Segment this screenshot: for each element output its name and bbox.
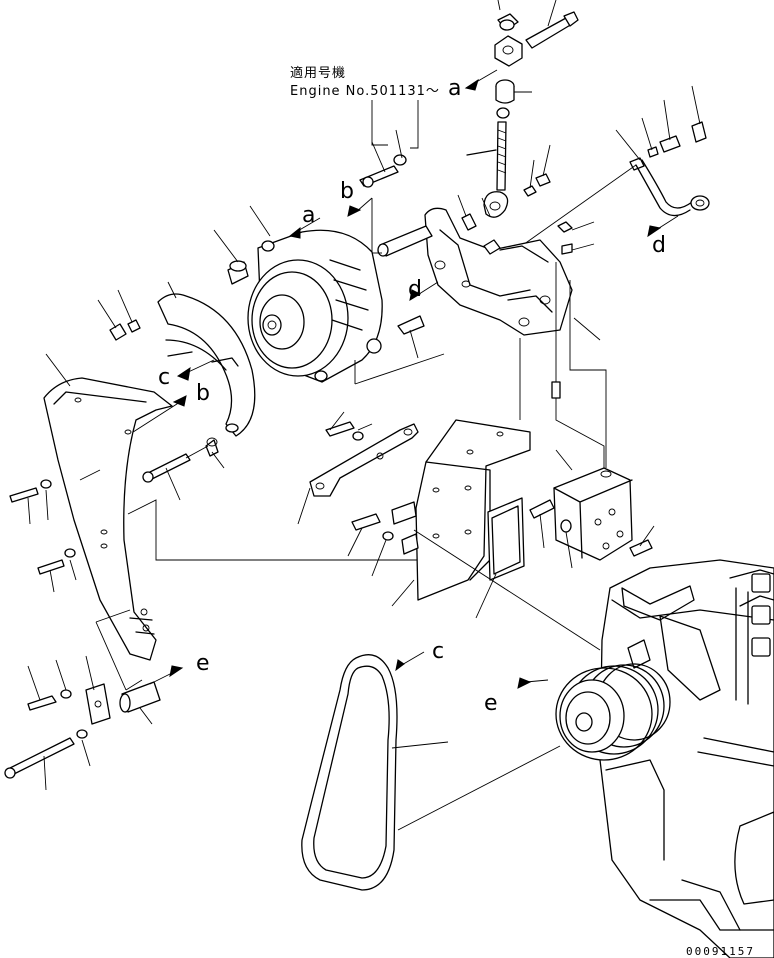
note-line-1: 適用号機 (290, 65, 346, 81)
ref-letter-e-left: e (196, 651, 210, 676)
top-fittings (466, 0, 579, 218)
engine-block: e (397, 559, 774, 958)
alternator-bracket: b (340, 129, 601, 341)
belt-guard-plate (9, 353, 424, 691)
note-line-2: Engine No.501131～ (290, 84, 440, 99)
lower-left-hardware: e (4, 651, 210, 791)
ref-letter-a-top: a (448, 76, 461, 101)
ref-letter-d-left: d (408, 277, 422, 302)
alternator: a d (213, 203, 445, 385)
applicability-note: 適用号機 Engine No.501131～ a (290, 65, 498, 149)
terminal-block (529, 262, 655, 569)
ref-letter-c-left: c (158, 365, 170, 390)
ref-letter-b-top: b (340, 179, 354, 204)
belt-cover: c b (97, 281, 256, 437)
hose-and-clips: d (519, 85, 710, 258)
ref-letter-e-right: e (484, 691, 498, 716)
ref-letter-b-left: b (196, 381, 210, 406)
ref-letter-a-left: a (302, 203, 315, 228)
drawing-number: 00091157 (686, 945, 755, 958)
adjusting-arm (142, 411, 419, 525)
fan-belt: c (301, 639, 449, 891)
mounting-plate (347, 338, 601, 651)
ref-letter-d-right: d (652, 233, 666, 258)
ref-letter-c-right: c (432, 639, 444, 664)
